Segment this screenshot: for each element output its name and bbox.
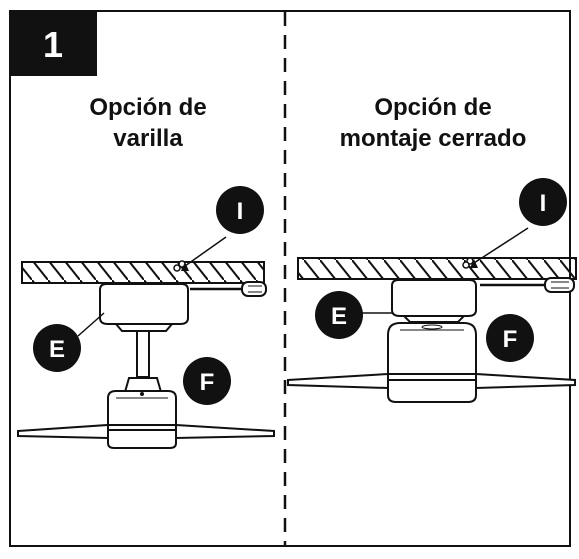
light-kit (107, 429, 177, 449)
callout-e-label: E (49, 336, 65, 363)
light-kit (387, 379, 477, 403)
callout-i-label: I (540, 190, 547, 217)
canopy (99, 283, 189, 332)
motor-housing (107, 390, 177, 426)
close-mount-panel: Opción de montaje cerrado (287, 94, 577, 403)
ceiling (297, 257, 577, 280)
panel-title-line1: Opción de (374, 94, 491, 121)
motor-housing (387, 322, 477, 375)
callout-f-label: F (200, 369, 215, 396)
canopy (391, 279, 477, 323)
panel-title-line2: varilla (113, 125, 183, 152)
callout-f-label: F (503, 326, 518, 353)
step-number-badge: 1 (10, 11, 97, 76)
callout-e: E (315, 291, 363, 339)
leader-line-e (77, 312, 105, 337)
callout-i-label: I (237, 198, 244, 225)
downrod-panel: Opción de varilla (17, 94, 275, 449)
callout-e-label: E (331, 303, 347, 330)
screw (173, 260, 189, 272)
downrod (136, 330, 150, 378)
downrod-coupler (123, 377, 163, 393)
callout-i: I (216, 186, 264, 234)
leader-line-i (184, 236, 227, 267)
panel-title-line2: montaje cerrado (340, 125, 527, 152)
step-number: 1 (43, 24, 63, 65)
screw (462, 257, 478, 269)
callout-f: F (486, 314, 534, 362)
ceiling (21, 261, 265, 284)
callout-f: F (183, 357, 231, 405)
screwdriver (480, 277, 575, 293)
panel-title-line1: Opción de (89, 94, 206, 121)
callout-i: I (519, 178, 567, 226)
screwdriver (190, 281, 267, 297)
leader-line-i (473, 227, 529, 264)
callout-e: E (33, 324, 81, 372)
